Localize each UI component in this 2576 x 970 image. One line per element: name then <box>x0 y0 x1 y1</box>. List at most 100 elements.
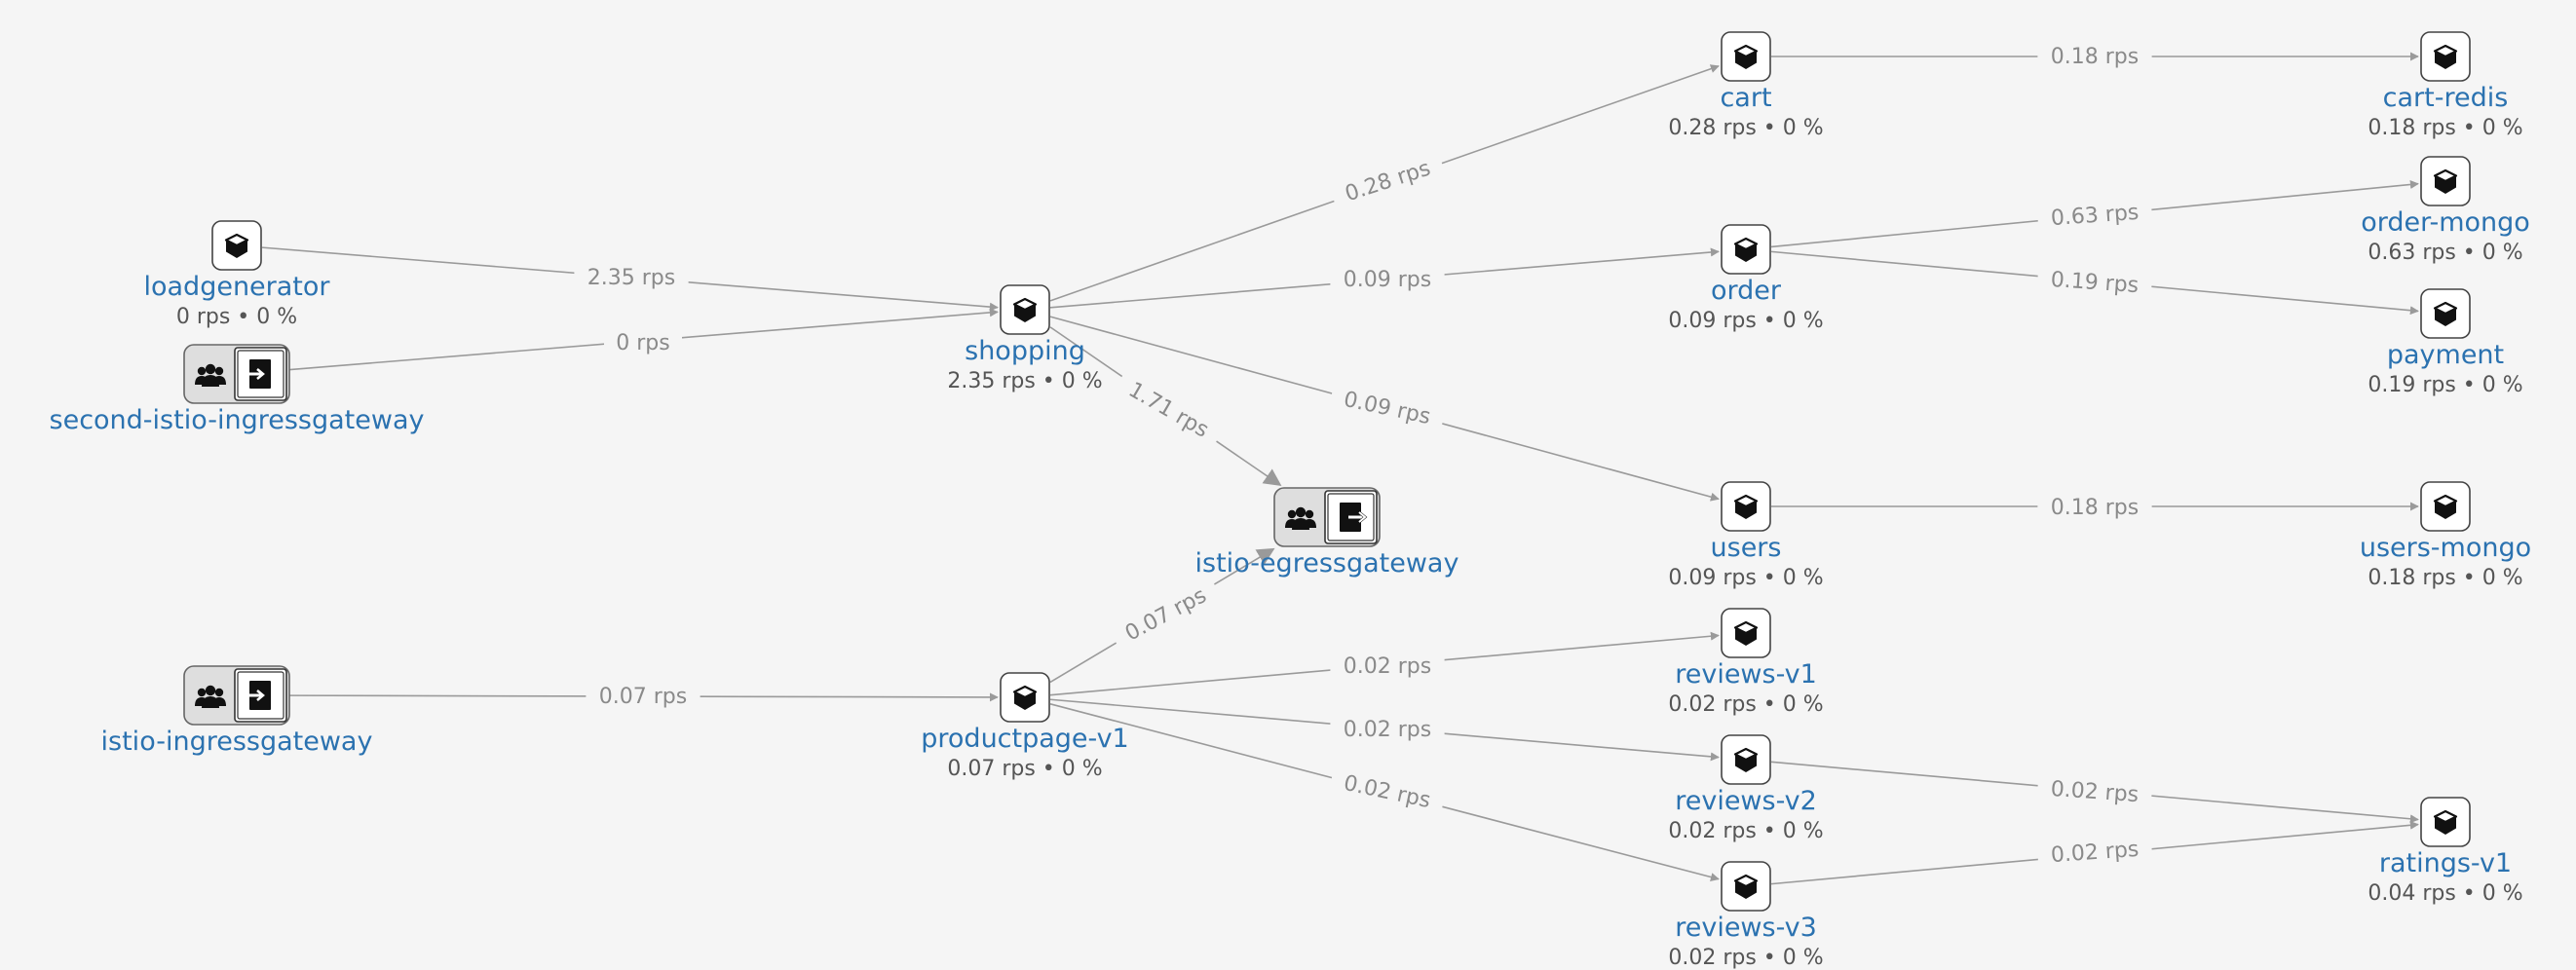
edge-second-istio-ingressgateway-to-shopping[interactable]: 0 rps <box>287 308 999 371</box>
edge-users-to-users-mongo[interactable]: 0.18 rps <box>1771 492 2419 521</box>
edge-label-background <box>2037 41 2152 70</box>
node-name[interactable]: reviews-v1 <box>1675 659 1817 690</box>
node-name[interactable]: order <box>1711 276 1782 306</box>
edge-label-group: 0.07 rps <box>586 681 701 710</box>
edge-productpage-v1-to-reviews-v1[interactable]: 0.02 rps <box>1049 631 1720 696</box>
exit-door-icon <box>1340 503 1368 532</box>
node-name[interactable]: istio-egressgateway <box>1195 548 1459 578</box>
edge-label-group: 1.71 rps <box>1112 367 1227 451</box>
node-reviews-v3[interactable]: reviews-v3 0.02 rps • 0 % <box>1668 861 1824 970</box>
edge-label-background <box>1328 381 1447 433</box>
edge-label: 0 rps <box>616 331 669 355</box>
node-payment[interactable]: payment 0.19 rps • 0 % <box>2368 288 2523 397</box>
node-productpage-v1[interactable]: productpage-v10.07 rps • 0 % <box>921 672 1129 781</box>
node-name[interactable]: order-mongo <box>2361 207 2530 238</box>
edge-label-group: 0.09 rps <box>1328 381 1447 433</box>
node-stats: 0.63 rps • 0 % <box>2368 241 2522 265</box>
node-reviews-v2[interactable]: reviews-v2 0.02 rps • 0 % <box>1668 734 1824 843</box>
edge-label-group: 0.02 rps <box>2036 771 2153 810</box>
edge-label-group: 0 rps <box>604 327 682 356</box>
edge-loadgenerator-to-shopping[interactable]: 2.35 rps <box>261 246 999 312</box>
node-stats: 0.02 rps • 0 % <box>1668 946 1823 970</box>
gateway-door-inner <box>1327 493 1375 541</box>
node-name[interactable]: users-mongo <box>2360 533 2531 563</box>
edge-label-background <box>2036 771 2153 810</box>
cube-icon <box>2433 809 2458 835</box>
node-name[interactable]: reviews-v3 <box>1675 913 1817 943</box>
edge-label-group: 0.02 rps <box>1330 651 1445 680</box>
gateway-door-inner <box>237 350 284 398</box>
edge-reviews-v3-to-ratings-v1[interactable]: 0.02 rps <box>1770 820 2419 885</box>
users-group-icon <box>195 685 226 708</box>
cube-icon <box>1733 874 1759 899</box>
node-second-istio-ingressgateway[interactable]: second-istio-ingressgateway <box>50 344 425 435</box>
edge-label-group: 0.02 rps <box>1328 765 1447 817</box>
node-name[interactable]: cart <box>1720 83 1771 113</box>
node-order-mongo[interactable]: order-mongo 0.63 rps • 0 % <box>2361 156 2530 265</box>
edge-label: 0.28 rps <box>1343 157 1434 207</box>
edge-shopping-to-order[interactable]: 0.09 rps <box>1049 247 1720 309</box>
edge-label-group: 0.18 rps <box>2037 492 2152 521</box>
node-name[interactable]: ratings-v1 <box>2379 848 2512 878</box>
edge-label: 0.07 rps <box>599 685 687 709</box>
edge-label-background <box>574 262 689 291</box>
node-stats: 0.04 rps • 0 % <box>2368 881 2522 906</box>
edge-label-group: 0.28 rps <box>1328 148 1447 212</box>
node-istio-ingressgateway[interactable]: istio-ingressgateway <box>101 665 373 757</box>
node-users[interactable]: users 0.09 rps • 0 % <box>1668 481 1824 590</box>
cube-icon <box>224 233 249 258</box>
node-stats: 0.19 rps • 0 % <box>2368 373 2522 397</box>
edge-label-background <box>1108 574 1223 653</box>
node-stats: 0.18 rps • 0 % <box>2368 566 2522 590</box>
node-name[interactable]: payment <box>2387 340 2504 370</box>
node-ratings-v1[interactable]: ratings-v1 0.04 rps • 0 % <box>2368 797 2523 906</box>
node-name[interactable]: istio-ingressgateway <box>101 727 373 757</box>
cube-icon <box>2433 44 2458 69</box>
edge-label-group: 0.18 rps <box>2037 41 2152 70</box>
edge-label: 0.18 rps <box>2051 45 2139 69</box>
cube-icon <box>2433 301 2458 326</box>
node-name[interactable]: users <box>1711 533 1782 563</box>
node-reviews-v1[interactable]: reviews-v10.02 rps • 0 % <box>1668 608 1824 717</box>
edge-label-background <box>2036 832 2153 871</box>
cube-icon <box>1733 237 1759 262</box>
node-name[interactable]: loadgenerator <box>143 272 330 302</box>
node-name[interactable]: reviews-v2 <box>1675 786 1817 816</box>
edge-cart-to-cart-redis[interactable]: 0.18 rps <box>1771 41 2419 70</box>
edge-label: 0.18 rps <box>2051 496 2139 520</box>
edge-istio-ingressgateway-to-productpage-v1[interactable]: 0.07 rps <box>287 681 999 710</box>
edge-shopping-to-cart[interactable]: 0.28 rps <box>1049 64 1720 302</box>
edge-label: 2.35 rps <box>587 266 675 290</box>
edge-label-background <box>604 327 682 356</box>
edge-reviews-v2-to-ratings-v1[interactable]: 0.02 rps <box>1770 761 2419 824</box>
edge-order-to-order-mongo[interactable]: 0.63 rps <box>1770 180 2419 248</box>
node-stats: 0.02 rps • 0 % <box>1668 819 1823 843</box>
edge-label-background <box>2036 195 2153 234</box>
users-group-icon <box>195 363 226 387</box>
edge-label: 0.09 rps <box>1344 268 1431 292</box>
edge-order-to-payment[interactable]: 0.19 rps <box>1770 250 2419 316</box>
edge-label-background <box>2036 262 2153 301</box>
edge-productpage-v1-to-reviews-v2[interactable]: 0.02 rps <box>1049 698 1720 762</box>
edge-label-background <box>1112 367 1227 451</box>
node-stats: 0.09 rps • 0 % <box>1668 566 1823 590</box>
node-istio-egressgateway[interactable]: istio-egressgateway <box>1195 487 1459 578</box>
node-users-mongo[interactable]: users-mongo 0.18 rps • 0 % <box>2360 481 2531 590</box>
cube-icon <box>2433 168 2458 194</box>
node-name[interactable]: second-istio-ingressgateway <box>50 405 425 435</box>
edge-label-group: 2.35 rps <box>574 262 689 291</box>
edge-label-group: 0.19 rps <box>2036 262 2153 301</box>
node-name[interactable]: productpage-v1 <box>921 724 1128 754</box>
edge-label: 0.02 rps <box>1344 654 1431 679</box>
edge-label-background <box>586 681 701 710</box>
gateway-door-inner <box>237 671 284 720</box>
node-name[interactable]: cart-redis <box>2383 83 2509 113</box>
node-name[interactable]: shopping <box>965 336 1085 366</box>
cube-icon <box>1012 297 1038 322</box>
